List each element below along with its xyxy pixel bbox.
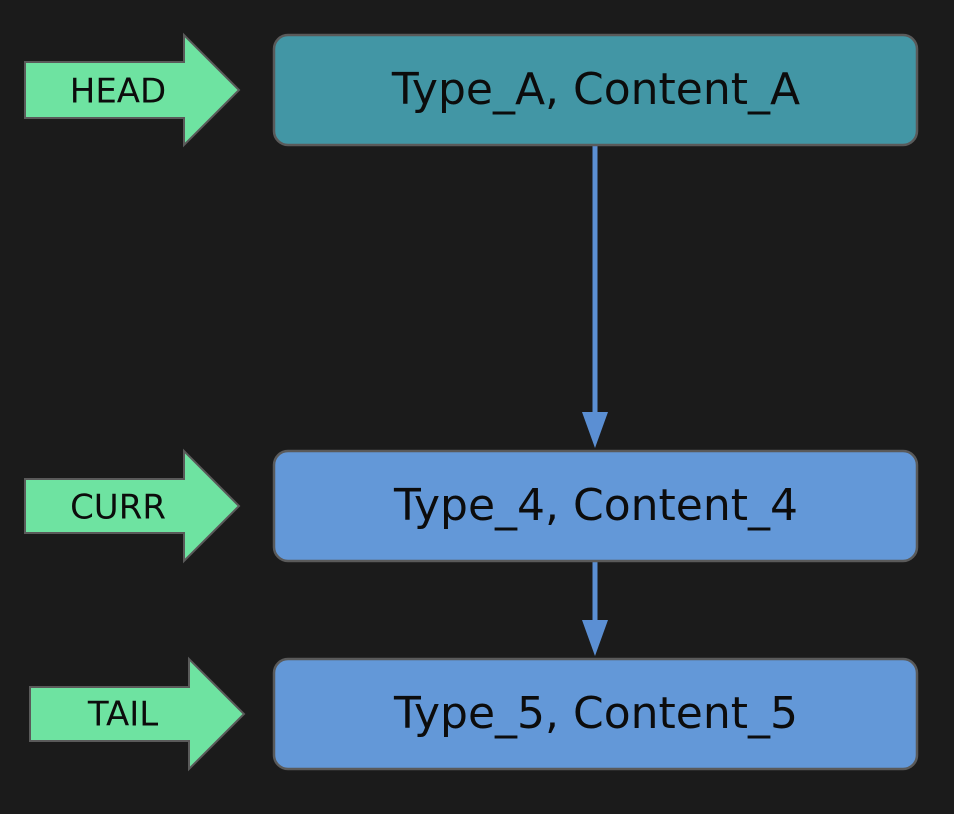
node-label: Type_4, Content_4	[393, 480, 798, 531]
pointer-tail: TAIL	[29, 656, 246, 772]
node-type-5[interactable]: Type_5, Content_5	[272, 657, 919, 771]
pointer-arrow-shape	[29, 656, 246, 772]
node-label: Type_A, Content_A	[391, 64, 800, 115]
node-type-4[interactable]: Type_4, Content_4	[272, 449, 919, 563]
edge-arrowhead	[582, 412, 608, 448]
pointer-label: TAIL	[87, 695, 158, 735]
pointer-arrow-shape	[24, 32, 241, 148]
pointer-curr: CURR	[24, 448, 241, 564]
node-box	[272, 657, 919, 771]
node-label: Type_5, Content_5	[393, 688, 798, 739]
pointer-label: CURR	[70, 488, 166, 528]
pointer-arrow-shape	[24, 448, 241, 564]
edge-arrowhead	[582, 620, 608, 656]
pointer-head: HEAD	[24, 32, 241, 148]
node-box	[272, 449, 919, 563]
edge-node-4-to-node-5	[582, 561, 608, 656]
node-type-a[interactable]: Type_A, Content_A	[272, 33, 919, 147]
node-box	[272, 33, 919, 147]
edge-node-a-to-node-4	[582, 146, 608, 448]
pointer-label: HEAD	[70, 72, 167, 112]
